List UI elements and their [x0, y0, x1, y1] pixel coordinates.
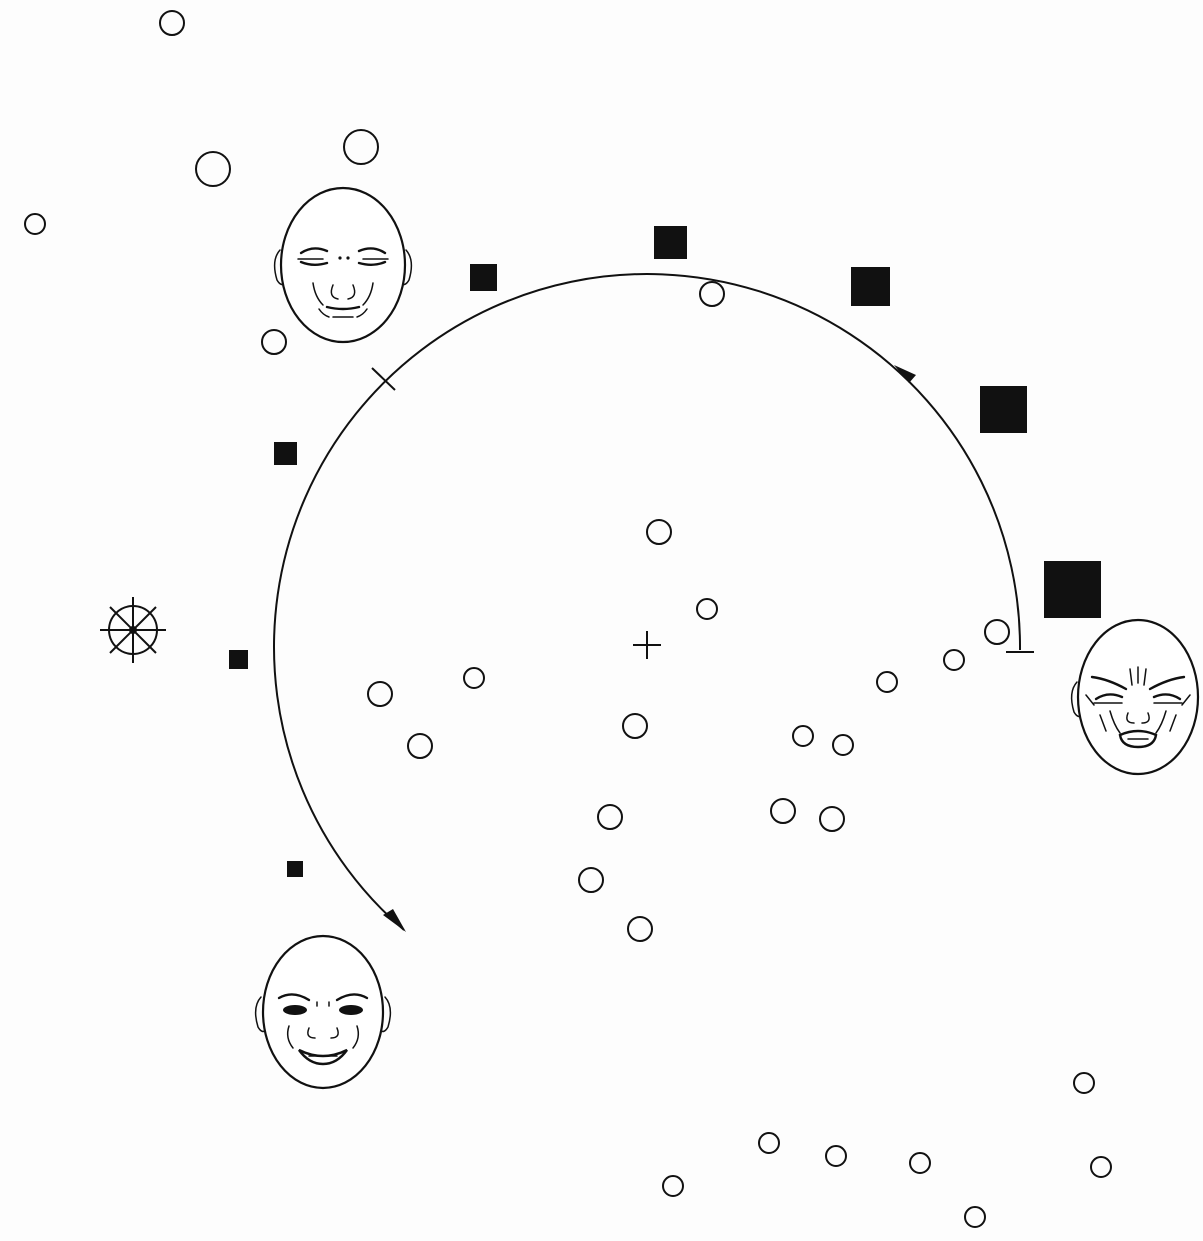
open-circle — [793, 726, 813, 746]
filled-square — [229, 650, 248, 669]
open-circle — [700, 282, 724, 306]
open-circle — [1091, 1157, 1111, 1177]
filled-square — [287, 861, 303, 877]
angry-face-icon — [1072, 620, 1198, 774]
filled-square — [470, 264, 497, 291]
open-circle — [647, 520, 671, 544]
open-circle — [262, 330, 286, 354]
filled-square — [274, 442, 297, 465]
open-circle — [368, 682, 392, 706]
arrowhead-lower-left — [383, 909, 406, 932]
open-circle — [697, 599, 717, 619]
open-circle — [25, 214, 45, 234]
filled-square — [980, 386, 1027, 433]
open-circle — [826, 1146, 846, 1166]
open-circle — [965, 1207, 985, 1227]
open-circle — [910, 1153, 930, 1173]
relaxed-face-icon — [275, 188, 412, 342]
open-circle — [628, 917, 652, 941]
open-circle — [1074, 1073, 1094, 1093]
filled-square — [1044, 561, 1101, 618]
open-circle — [344, 130, 378, 164]
center-crosshair — [633, 631, 661, 659]
happy-face-icon — [256, 936, 391, 1088]
open-circle — [623, 714, 647, 738]
emotion-arc — [274, 274, 1034, 932]
open-circle — [408, 734, 432, 758]
ship-wheel-icon — [100, 597, 166, 663]
open-circle — [663, 1176, 683, 1196]
open-circle — [985, 620, 1009, 644]
open-circle — [944, 650, 964, 670]
open-circle — [160, 11, 184, 35]
open-circle — [771, 799, 795, 823]
open-circle — [598, 805, 622, 829]
filled-square — [654, 226, 687, 259]
arc-tick-mark — [372, 368, 395, 390]
filled-square — [851, 267, 890, 306]
arrowhead-upper-right — [894, 365, 916, 383]
open-circle — [820, 807, 844, 831]
open-circle — [196, 152, 230, 186]
open-circle — [833, 735, 853, 755]
open-circle — [877, 672, 897, 692]
open-circle — [464, 668, 484, 688]
open-circle-markers — [25, 11, 1111, 1227]
open-circle — [579, 868, 603, 892]
open-circle — [759, 1133, 779, 1153]
